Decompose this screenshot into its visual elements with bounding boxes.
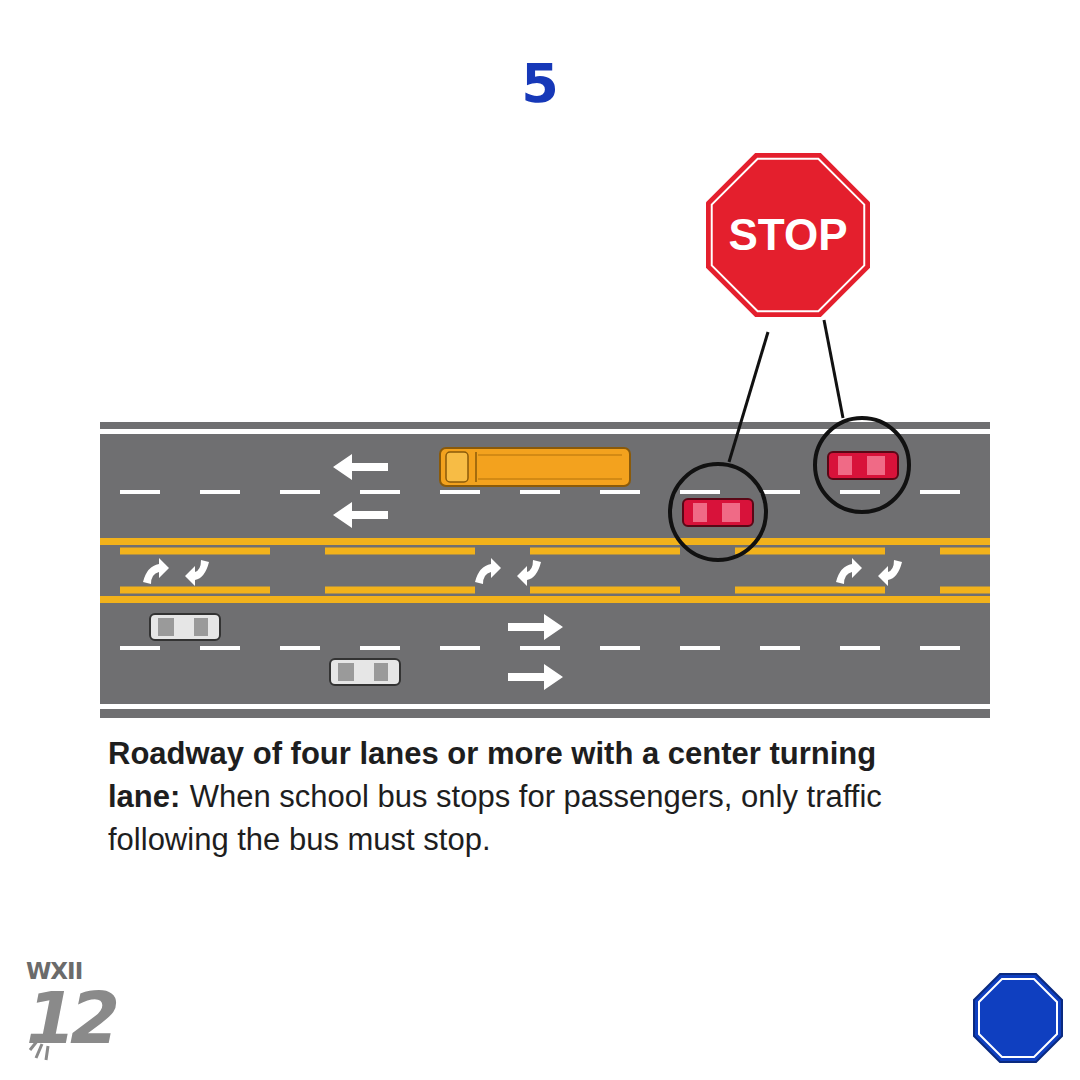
highlight-circle xyxy=(815,418,909,512)
stopped-car xyxy=(683,499,753,526)
direction-arrows xyxy=(333,454,563,690)
caption-body: When school bus stops for passengers, on… xyxy=(108,779,882,857)
edge-line xyxy=(100,429,990,434)
lane-divider xyxy=(100,646,990,650)
edge-line xyxy=(100,704,990,709)
stopped-car xyxy=(828,452,898,479)
highlight-circle xyxy=(670,464,766,560)
oncoming-car xyxy=(330,659,400,685)
logo-number: 12 xyxy=(26,982,114,1054)
caption-block: Roadway of four lanes or more with a cen… xyxy=(108,732,988,861)
leader-line xyxy=(729,332,768,462)
stop-sign: STOP xyxy=(706,153,870,317)
lane-divider xyxy=(100,490,990,494)
sign-text: STOP xyxy=(728,210,847,260)
turn-lane-markings xyxy=(100,538,990,603)
corner-octagon xyxy=(974,974,1062,1062)
leader-line xyxy=(824,320,843,418)
school-bus xyxy=(440,448,630,486)
road-surface xyxy=(100,422,990,718)
oncoming-car xyxy=(150,614,220,640)
diagram-title: 5 xyxy=(0,52,1080,115)
turn-arrows xyxy=(143,558,902,586)
logo-letters: WXII xyxy=(26,958,82,984)
